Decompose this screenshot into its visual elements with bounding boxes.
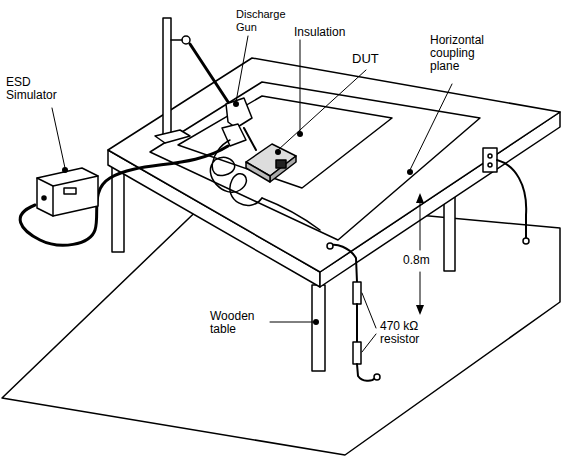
leader-dot — [313, 319, 319, 325]
simulator-knob — [42, 196, 46, 200]
bleed-strap — [357, 364, 375, 381]
dimension-arrow — [416, 193, 424, 203]
leader-line — [236, 36, 248, 102]
leader-dot — [407, 169, 413, 175]
table-label: Wooden table — [210, 310, 266, 336]
bleed-strap — [328, 245, 357, 282]
dimension-arrow — [416, 305, 424, 315]
dut-device — [270, 156, 296, 182]
table-leg — [444, 196, 455, 271]
plane-label: Horizontal coupling plane — [430, 34, 506, 73]
leader-line — [278, 70, 366, 150]
dimension-line — [420, 196, 421, 250]
esd-simulator — [37, 168, 98, 216]
dimension-label: 0.8m — [402, 254, 431, 267]
dut-label: DUT — [352, 52, 392, 65]
gun-ground-lead — [262, 198, 320, 230]
strap-terminal — [523, 238, 529, 244]
leader-line — [410, 84, 452, 170]
discharge-tip — [244, 128, 256, 150]
leader-dot — [233, 101, 239, 107]
dut-device — [246, 162, 270, 182]
dut-device — [276, 160, 286, 168]
leader-line — [300, 40, 301, 132]
horizontal-coupling-plane — [150, 82, 480, 240]
strap-terminal — [374, 374, 380, 380]
leader-line — [362, 334, 376, 352]
table-top — [108, 58, 560, 272]
wall-outlet — [488, 154, 492, 158]
resistor-label: 470 kΩ resistor — [380, 320, 440, 346]
esd-simulator — [52, 186, 54, 216]
gun-clamp — [171, 39, 182, 41]
wall-outlet — [488, 163, 492, 167]
simulator-label: ESD Simulator — [6, 76, 76, 102]
simulator-panel — [64, 188, 76, 194]
outlet-ground-lead — [497, 160, 526, 238]
discharge-gun — [190, 44, 232, 108]
strap-terminal — [327, 243, 333, 249]
discharge-gun — [226, 98, 252, 128]
leader-line — [52, 108, 65, 168]
wall-outlet — [483, 148, 497, 172]
gun-stand — [155, 130, 190, 143]
bleed-strap — [356, 304, 358, 342]
leader-line — [362, 293, 376, 328]
resistor-symbol — [353, 342, 361, 364]
esd-simulator — [37, 176, 98, 186]
insulation-label: Insulation — [294, 26, 374, 39]
leader-line — [270, 322, 314, 323]
simulator-cable — [20, 146, 228, 245]
gun-label: Discharge Gun — [236, 8, 294, 34]
leader-dot — [297, 131, 303, 137]
gun-clamp — [182, 36, 190, 44]
gun-stand — [163, 18, 171, 136]
table-leg — [312, 285, 325, 371]
leader-dot — [62, 167, 68, 173]
resistor-symbol — [353, 282, 361, 304]
leader-dot — [275, 149, 281, 155]
